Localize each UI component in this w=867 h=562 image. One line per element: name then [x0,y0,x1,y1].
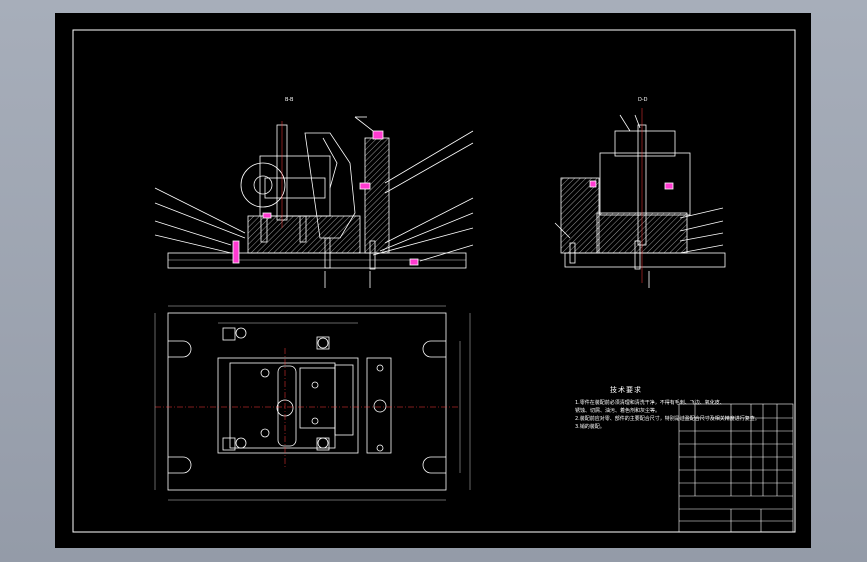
drawing-sheet: B-B D-D 技术要求 1.零件在装配前必须清理和清洗干净，不得有毛刺、飞边、… [55,13,811,548]
front-section-view [154,116,474,288]
technical-requirement-line: 1.零件在装配前必须清理和清洗干净，不得有毛刺、飞边、氧化皮、 [575,400,725,406]
title-block [678,403,794,533]
technical-requirement-line: 锈蚀、切屑、油污、着色剂和灰尘等。 [575,408,661,414]
side-section-view [554,108,726,288]
technical-requirements-title: 技术要求 [610,386,642,394]
section-label-right: D-D [638,97,648,103]
technical-requirement-line: 3.销的装配。 [575,424,605,430]
drawing-canvas [72,29,796,533]
inner-frame [72,29,796,533]
technical-requirement-line: 2.装配前应对零、部件的主要配合尺寸，特别是过盈配合尺寸及相关精度进行复查。 [575,416,760,422]
plan-view [154,305,471,501]
section-label-left: B-B [285,97,294,103]
